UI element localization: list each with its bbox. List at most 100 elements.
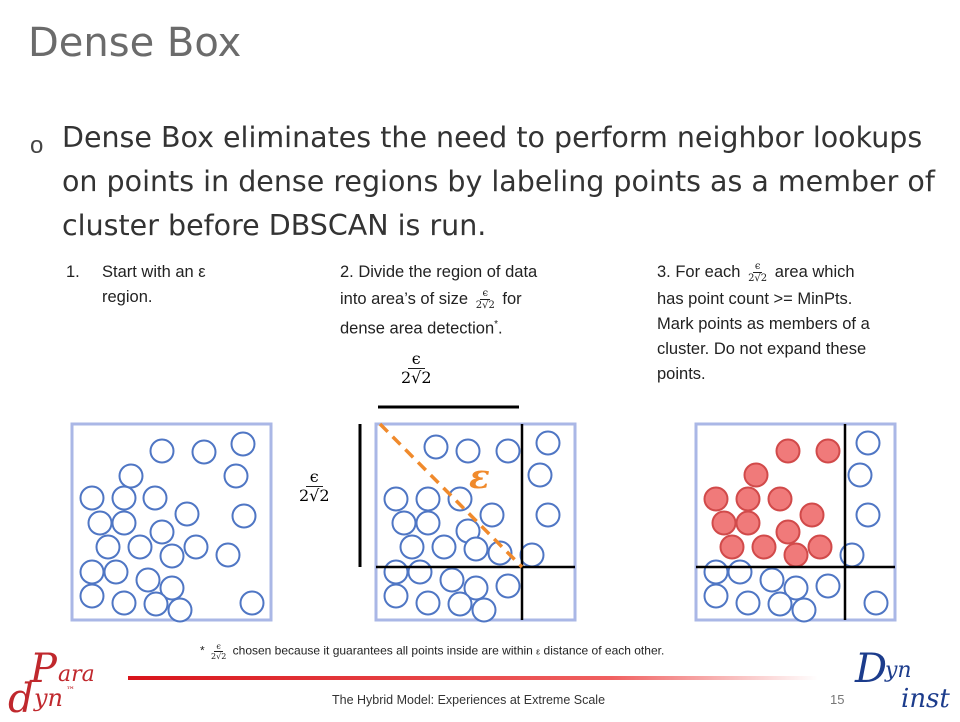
data-point — [95, 534, 121, 560]
data-point — [447, 486, 473, 512]
step2-text: 2. Divide the region of data into area’s… — [340, 260, 610, 342]
data-point — [391, 510, 417, 536]
data-point — [118, 463, 144, 489]
panel-epsilon-region — [70, 422, 273, 623]
bullet-marker: o — [30, 132, 44, 159]
footnote-star: * — [200, 643, 205, 658]
data-point — [231, 503, 257, 529]
epsilon-diagonal — [378, 422, 524, 569]
fraction-label-left: ϵ 2√2 — [296, 468, 333, 505]
fraction-denominator: 2√2 — [401, 368, 432, 387]
dyninst-logo-yn: yn — [885, 658, 912, 683]
data-point — [847, 462, 873, 488]
fraction-big-top: ϵ 2√2 — [401, 350, 432, 387]
dense-point — [783, 542, 809, 568]
dense-point — [807, 534, 833, 560]
data-point — [479, 502, 505, 528]
data-point — [415, 486, 441, 512]
paradyn-logo-p: P — [30, 646, 57, 692]
data-point — [703, 559, 729, 585]
data-point — [223, 463, 249, 489]
step3-line1-a: 3. For each — [657, 263, 741, 281]
data-point — [174, 501, 200, 527]
data-point — [103, 559, 129, 585]
data-point — [87, 510, 113, 536]
dyninst-logo-inst: inst — [901, 684, 950, 714]
data-point — [727, 559, 753, 585]
data-point — [815, 573, 841, 599]
dense-point — [703, 486, 729, 512]
step2-line3: dense area detection*. — [340, 312, 610, 342]
data-point — [399, 534, 425, 560]
step1-number: 1. — [66, 263, 80, 281]
dense-point — [719, 534, 745, 560]
step2-period: . — [498, 319, 503, 338]
panel-divided-region — [374, 422, 577, 623]
step1-line1: Start with an ε — [102, 263, 206, 281]
data-point — [79, 485, 105, 511]
footnote-text: chosen because it guarantees all points … — [232, 643, 533, 658]
fraction-big-left: ϵ 2√2 — [299, 468, 330, 505]
bullet-text: Dense Box eliminates the need to perform… — [62, 121, 935, 242]
data-point — [149, 519, 175, 545]
fraction-denominator: 2√2 — [299, 486, 330, 505]
dense-point — [767, 486, 793, 512]
epsilon-region-box — [70, 422, 273, 622]
fraction-small-step3: ϵ 2√2 — [748, 261, 767, 284]
data-point — [759, 567, 785, 593]
step1-line2: region. — [102, 288, 153, 306]
dense-point — [775, 519, 801, 545]
data-point — [471, 597, 497, 623]
step1-text: Start with an ε region. — [102, 260, 206, 310]
fraction-denominator: 2√2 — [748, 273, 768, 285]
footnote: * ϵ 2√2 chosen because it guarantees all… — [200, 642, 664, 661]
step2-star: * — [494, 319, 499, 330]
fraction-denominator: 2√2 — [475, 300, 495, 312]
data-point — [431, 534, 457, 560]
dimension-markers — [358, 405, 519, 567]
step3-line1-b: area which — [774, 263, 855, 281]
paradyn-logo-ara: ara — [58, 662, 95, 687]
dyninst-logo-d: D — [855, 646, 888, 692]
data-point — [127, 534, 153, 560]
footer-text: The Hybrid Model: Experiences at Extreme… — [332, 693, 606, 707]
dyninst-logo: D yn inst — [855, 646, 955, 718]
fraction-numerator: ϵ — [480, 288, 491, 301]
step2-line2-c: for — [502, 290, 522, 308]
footnote-fraction: ϵ 2√2 — [211, 642, 226, 661]
dense-point — [751, 534, 777, 560]
data-point — [191, 439, 217, 465]
data-point — [735, 590, 761, 616]
data-point — [791, 597, 817, 623]
data-point — [149, 438, 175, 464]
fraction-denominator: 2√2 — [211, 652, 227, 661]
step3-line1: 3. For each ϵ 2√2 area which — [657, 260, 957, 285]
fraction-label-top: ϵ 2√2 — [398, 350, 435, 387]
data-point — [383, 559, 409, 585]
step2-line3-a: dense area detection — [340, 319, 495, 338]
data-point — [167, 597, 193, 623]
fraction-numerator: ϵ — [305, 468, 323, 487]
data-point — [535, 430, 561, 456]
data-point — [855, 502, 881, 528]
data-point — [111, 485, 137, 511]
dense-point — [815, 438, 841, 464]
data-point — [383, 583, 409, 609]
step3-text: 3. For each ϵ 2√2 area which has point c… — [657, 260, 957, 387]
step2-line2: into area’s of size ϵ 2√2 for — [340, 287, 610, 312]
step3-line2: has point count >= MinPts. — [657, 290, 853, 308]
fraction-small: ϵ 2√2 — [476, 288, 495, 311]
data-point — [111, 510, 137, 536]
data-point — [383, 486, 409, 512]
paradyn-logo-d: d — [8, 676, 34, 722]
paradyn-logo-tm: ™ — [66, 686, 75, 696]
dense-point — [735, 486, 761, 512]
footer-rule — [128, 676, 818, 680]
data-point — [183, 534, 209, 560]
dense-point — [775, 438, 801, 464]
dense-point — [735, 510, 761, 536]
data-point — [495, 573, 521, 599]
data-point — [447, 591, 473, 617]
data-point — [527, 462, 553, 488]
